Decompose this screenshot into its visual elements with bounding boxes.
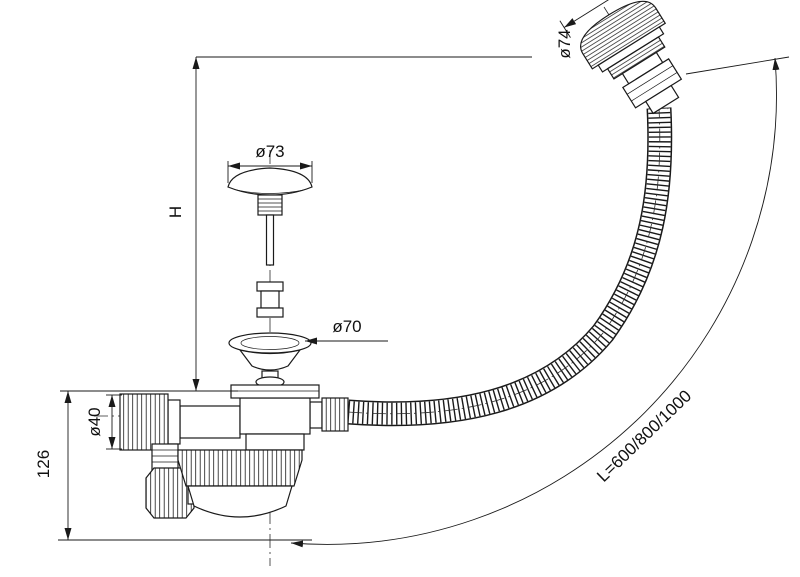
cap-stem bbox=[265, 214, 275, 266]
dimensions: H 126 ø73 ø70 ø40 L=600/800/1000 bbox=[34, 56, 790, 548]
flexible-hose bbox=[347, 107, 673, 427]
trap-nut bbox=[177, 449, 303, 487]
hose-length-arc bbox=[290, 57, 780, 548]
drain-cap bbox=[227, 167, 313, 318]
elbow-body bbox=[239, 397, 311, 435]
siphon-body bbox=[119, 384, 349, 519]
overflow-assembly bbox=[559, 0, 683, 115]
dim-label-trap-height: 126 bbox=[34, 450, 53, 478]
dim-label-install-height: H bbox=[166, 206, 185, 218]
lower-nut bbox=[145, 467, 195, 519]
dim-label-hose-length: L=600/800/1000 bbox=[593, 386, 695, 485]
outlet-nut bbox=[321, 397, 349, 432]
dim-label-strainer-diameter: ø70 bbox=[332, 317, 361, 336]
dim-label-outlet-diameter: ø40 bbox=[85, 407, 104, 436]
strainer bbox=[228, 332, 312, 388]
dim-label-overflow-diameter: ø74 bbox=[555, 29, 574, 58]
inlet-pipe bbox=[179, 405, 241, 439]
trap-cup bbox=[187, 485, 293, 518]
inlet-nut bbox=[119, 393, 169, 451]
dim-label-cap-diameter: ø73 bbox=[255, 142, 284, 161]
